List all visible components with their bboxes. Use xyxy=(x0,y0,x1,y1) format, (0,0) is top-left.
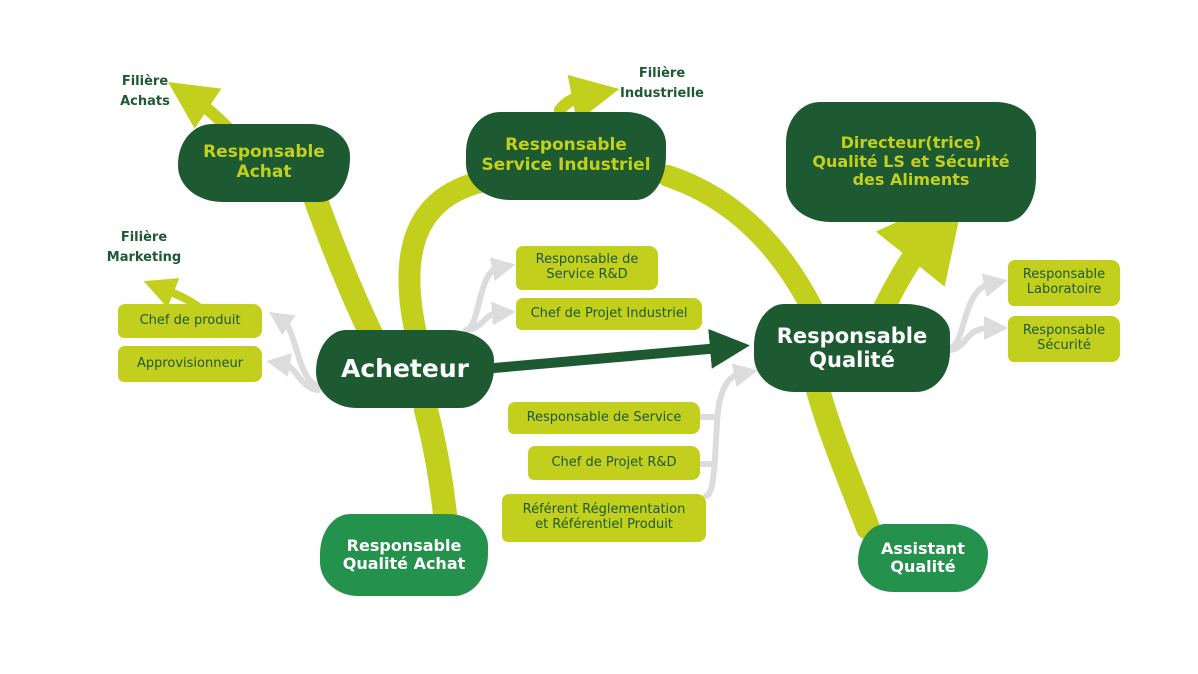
grey-arrow-laboratoire xyxy=(947,273,1008,351)
box-chef-de-produit: Chef de produit xyxy=(118,304,262,338)
node-responsable-service-industriel: Responsable Service Industriel xyxy=(466,112,666,200)
dark-arrow-acheteur-qualite xyxy=(489,328,750,373)
box-responsable-laboratoire-text: Responsable Laboratoire xyxy=(1022,267,1106,297)
lime-link-qualite-assistant xyxy=(806,378,880,540)
box-responsable-de-service-text: Responsable de Service xyxy=(526,409,682,425)
grey-arrow-chef-de-produit xyxy=(269,311,321,389)
box-chef-projet-industriel-text: Chef de Projet Industriel xyxy=(530,305,688,321)
box-chef-projet-rd-text: Chef de Projet R&D xyxy=(551,454,677,470)
lime-link-acheteur-qualite-achat xyxy=(414,398,458,536)
filiere-industrielle-label: Filière Industrielle xyxy=(619,66,705,101)
grey-arrow-approvisionneur xyxy=(266,353,321,393)
node-responsable-qualite: Responsable Qualité xyxy=(754,304,950,392)
box-approvisionneur: Approvisionneur xyxy=(118,346,262,382)
box-responsable-securite-text: Responsable Sécurité xyxy=(1022,323,1106,353)
filiere-achats-label: Filière Achats xyxy=(120,74,170,109)
box-responsable-laboratoire: Responsable Laboratoire xyxy=(1008,260,1120,306)
node-acheteur-text: Acheteur xyxy=(341,353,469,383)
grey-arrow-bottom-group xyxy=(703,363,758,499)
lime-link-acheteur-industriel xyxy=(398,171,491,345)
box-chef-projet-rd: Chef de Projet R&D xyxy=(528,446,700,480)
node-responsable-qualite-achat: Responsable Qualité Achat xyxy=(320,514,488,596)
node-acheteur: Acheteur xyxy=(316,330,494,408)
lime-link-industriel-qualite xyxy=(657,165,823,319)
grey-arrow-chef-projet-industriel xyxy=(463,301,516,333)
node-responsable-qualite-text: Responsable Qualité xyxy=(776,323,928,372)
box-referent-reglementation-text: Référent Réglementation et Référentiel P… xyxy=(522,502,686,532)
node-directeur-qualite: Directeur(trice) Qualité LS et Sécurité … xyxy=(786,102,1036,222)
grey-arrow-securite xyxy=(947,316,1008,353)
node-responsable-service-industriel-text: Responsable Service Industriel xyxy=(481,135,651,175)
node-responsable-qualite-achat-text: Responsable Qualité Achat xyxy=(342,535,466,573)
lime-link-qualite-directeur xyxy=(873,190,966,319)
node-assistant-qualite: Assistant Qualité xyxy=(858,524,988,592)
node-responsable-achat: Responsable Achat xyxy=(178,124,350,202)
box-responsable-service-rd: Responsable de Service R&D xyxy=(516,246,658,290)
box-chef-projet-industriel: Chef de Projet Industriel xyxy=(516,298,702,330)
box-responsable-securite: Responsable Sécurité xyxy=(1008,316,1120,362)
box-responsable-de-service: Responsable de Service xyxy=(508,402,700,434)
node-responsable-achat-text: Responsable Achat xyxy=(203,142,325,182)
node-directeur-qualite-text: Directeur(trice) Qualité LS et Sécurité … xyxy=(812,133,1010,190)
box-responsable-service-rd-text: Responsable de Service R&D xyxy=(535,252,639,282)
box-referent-reglementation: Référent Réglementation et Référentiel P… xyxy=(502,494,706,542)
node-assistant-qualite-text: Assistant Qualité xyxy=(881,538,965,576)
box-chef-de-produit-text: Chef de produit xyxy=(139,312,241,328)
lime-link-industriel-filiere xyxy=(554,74,620,122)
filiere-marketing-label: Filière Marketing xyxy=(106,230,182,265)
box-approvisionneur-text: Approvisionneur xyxy=(136,355,244,371)
